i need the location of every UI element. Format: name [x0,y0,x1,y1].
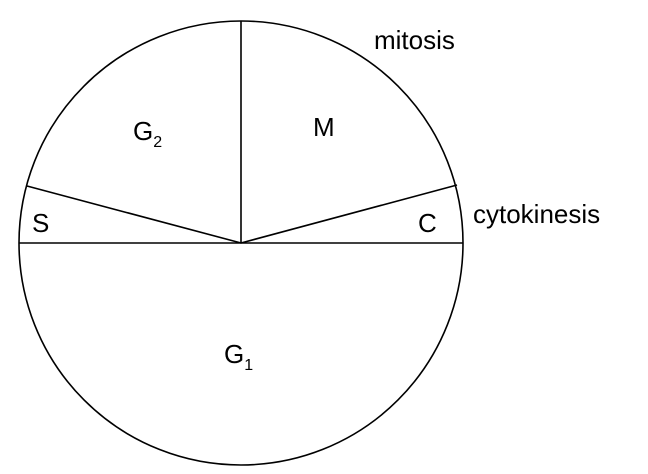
phase-letter-g2: G [133,116,153,146]
phase-subscript-g1: 1 [244,357,253,374]
s-g2-boundary-line [26,185,242,244]
annotation-mitosis: mitosis [374,25,455,55]
phase-subscript-g2: 2 [153,134,162,151]
annotation-cytokinesis: cytokinesis [473,199,600,229]
phase-label-c: C [418,208,437,238]
m-c-boundary-line [240,184,458,244]
phase-letter-g1: G [224,339,244,369]
phase-label-s: S [32,208,49,238]
phase-label-g1: G1 [224,339,253,374]
phase-label-g2: G2 [133,116,162,151]
phase-label-m: M [313,112,335,142]
